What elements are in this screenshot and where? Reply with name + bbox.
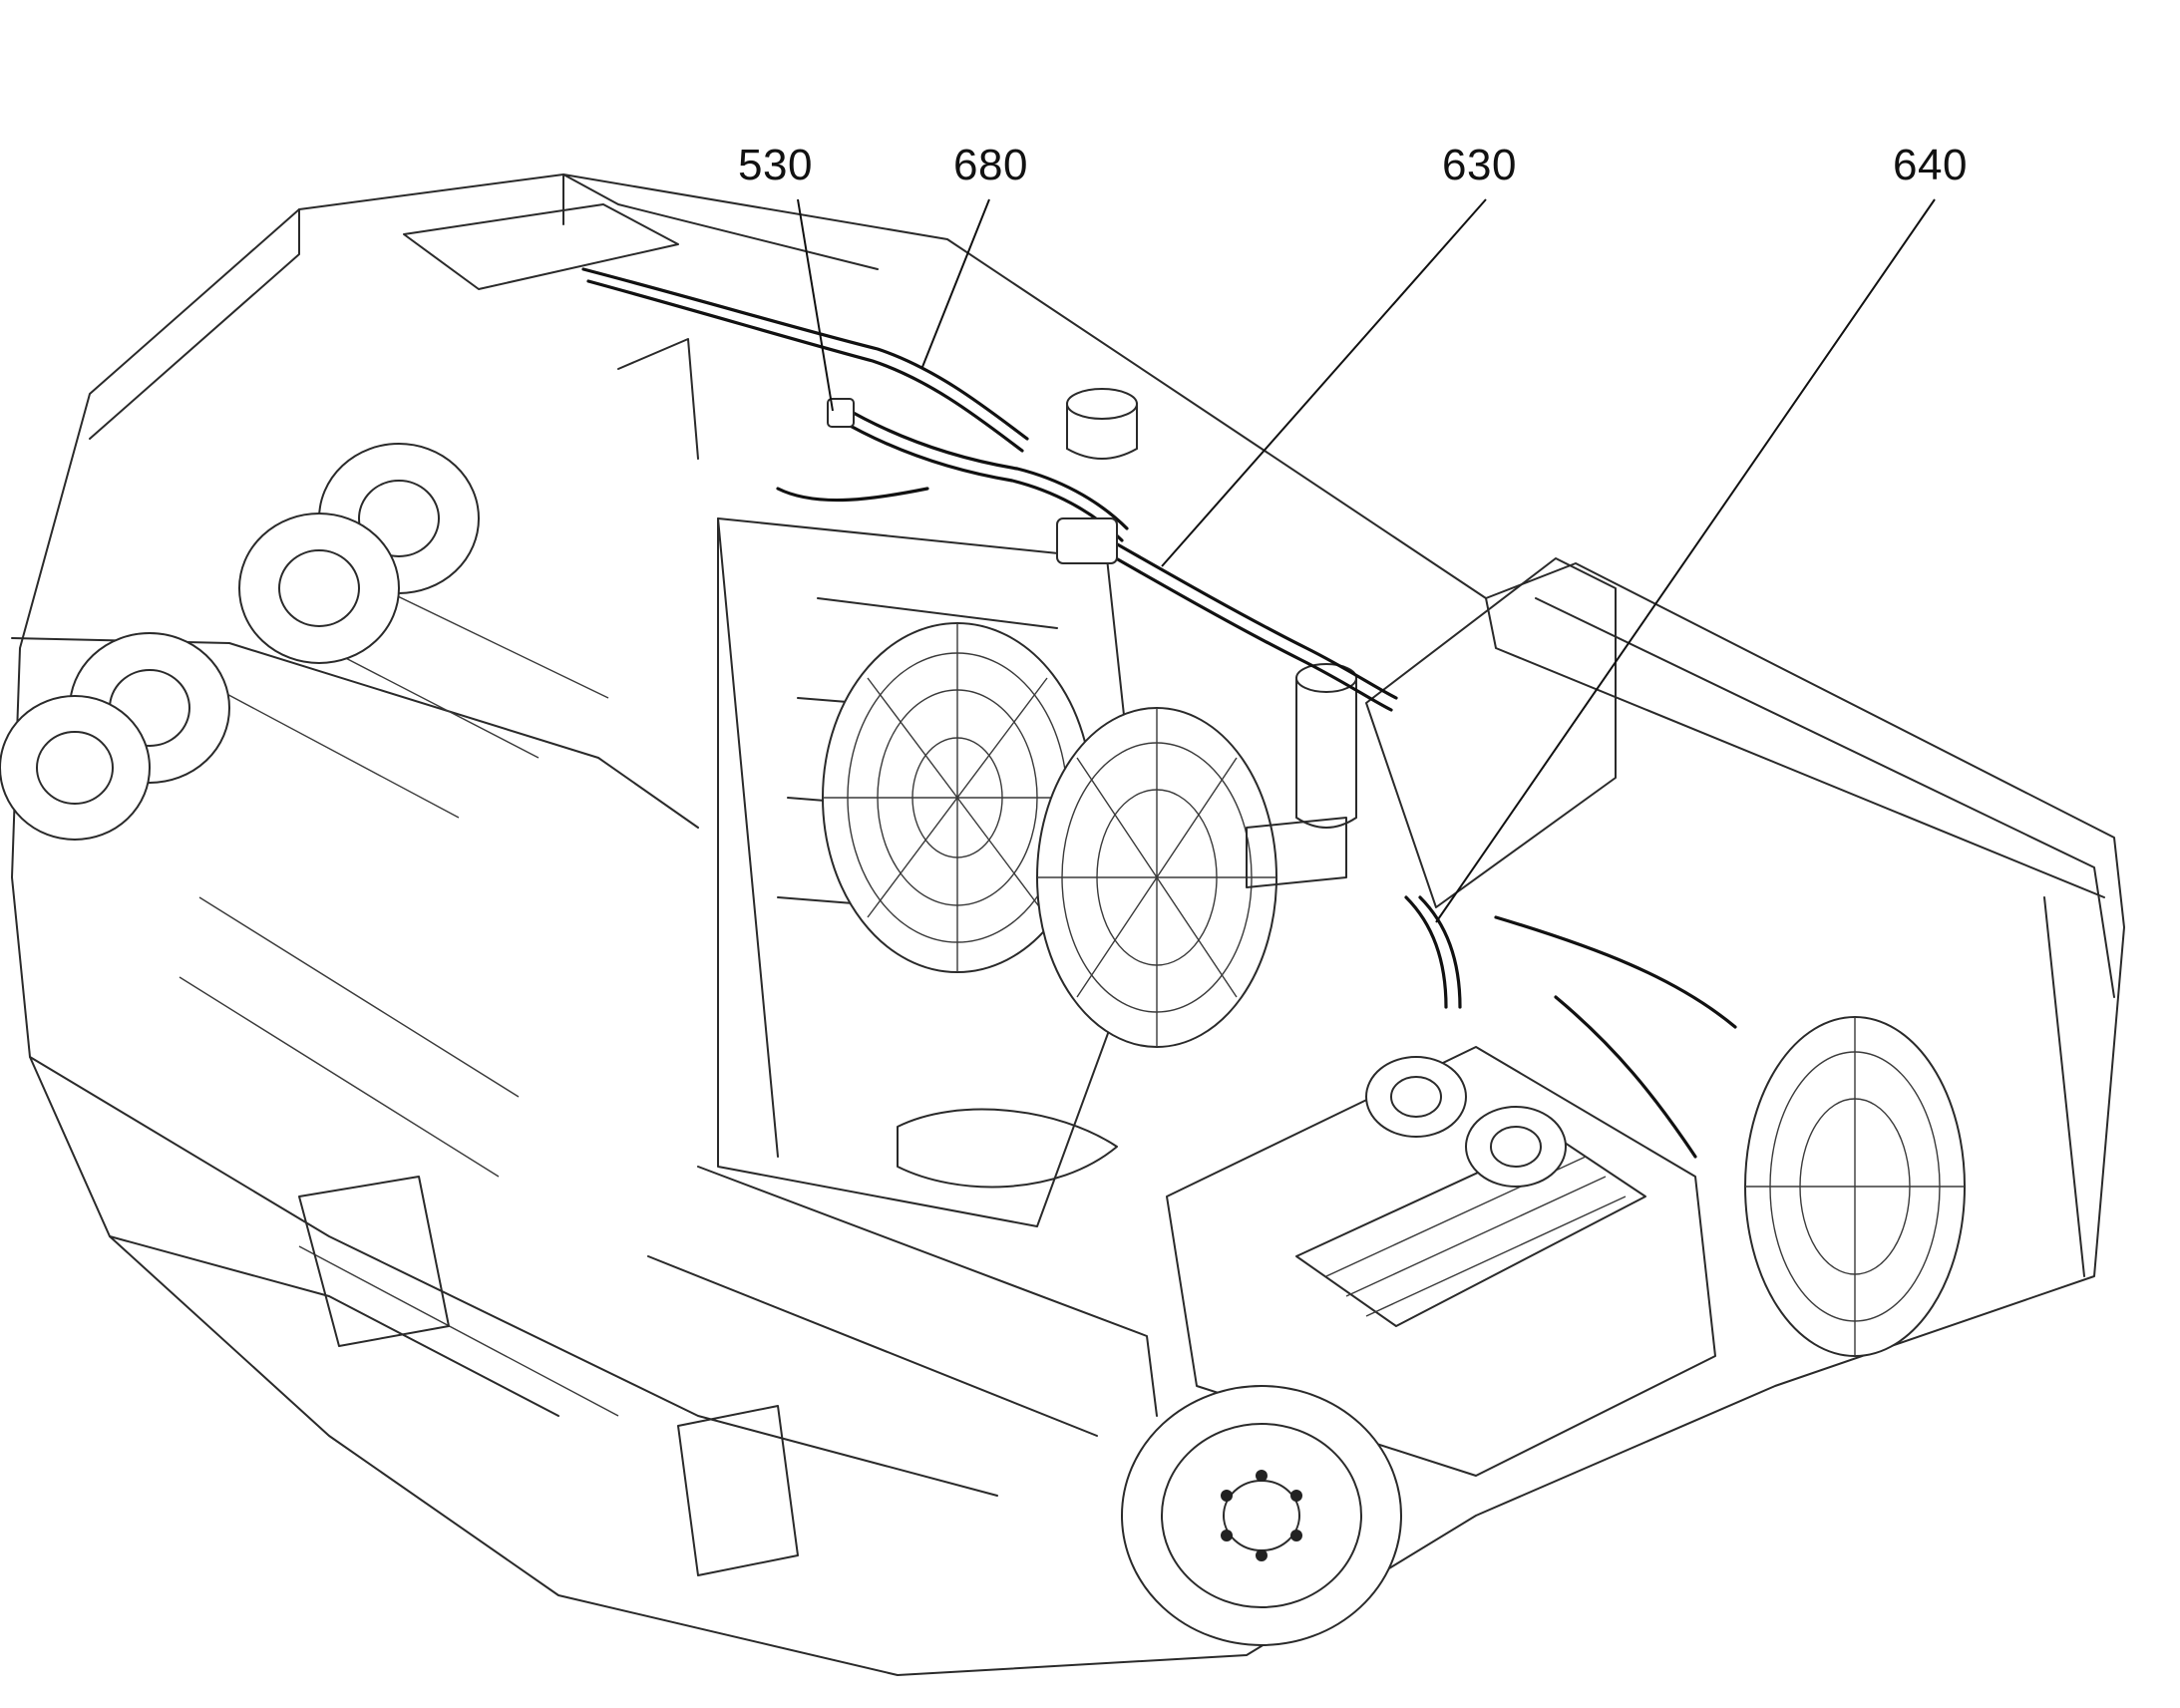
callout-630: 630: [1442, 141, 1517, 189]
leader-640: [1435, 198, 1936, 923]
pivot-boss: [0, 695, 151, 841]
hose-main-right: [1056, 517, 1398, 712]
leader-680: [921, 198, 990, 368]
hose-upper: [581, 267, 1029, 453]
callout-530: 530: [738, 141, 813, 189]
turbocharger: [1365, 1056, 1467, 1138]
hose-engine-bay: [1404, 895, 1737, 1159]
pivot-boss-group: [0, 443, 480, 841]
callout-680: 680: [953, 141, 1028, 189]
lower-frame: [298, 1108, 1158, 1576]
cooling-fan: [822, 622, 1093, 973]
right-housing: [1365, 557, 2115, 1277]
callout-640: 640: [1893, 141, 1968, 189]
turbocharger: [1465, 1106, 1567, 1188]
filter-canister: [1246, 663, 1357, 888]
filter-canister: [1066, 388, 1138, 460]
leader-630: [1161, 198, 1487, 567]
pivot-boss: [238, 512, 400, 664]
cooling-fan: [1744, 1016, 1966, 1357]
cooling-fan: [1036, 707, 1277, 1048]
callout-labels: 530 680 630 640: [738, 141, 1968, 189]
hose-fitting-left: [776, 398, 1129, 542]
leader-lines: [797, 198, 1936, 923]
engine-block: [1166, 1046, 1716, 1477]
flywheel: [1121, 1385, 1402, 1646]
leader-530: [797, 198, 834, 412]
